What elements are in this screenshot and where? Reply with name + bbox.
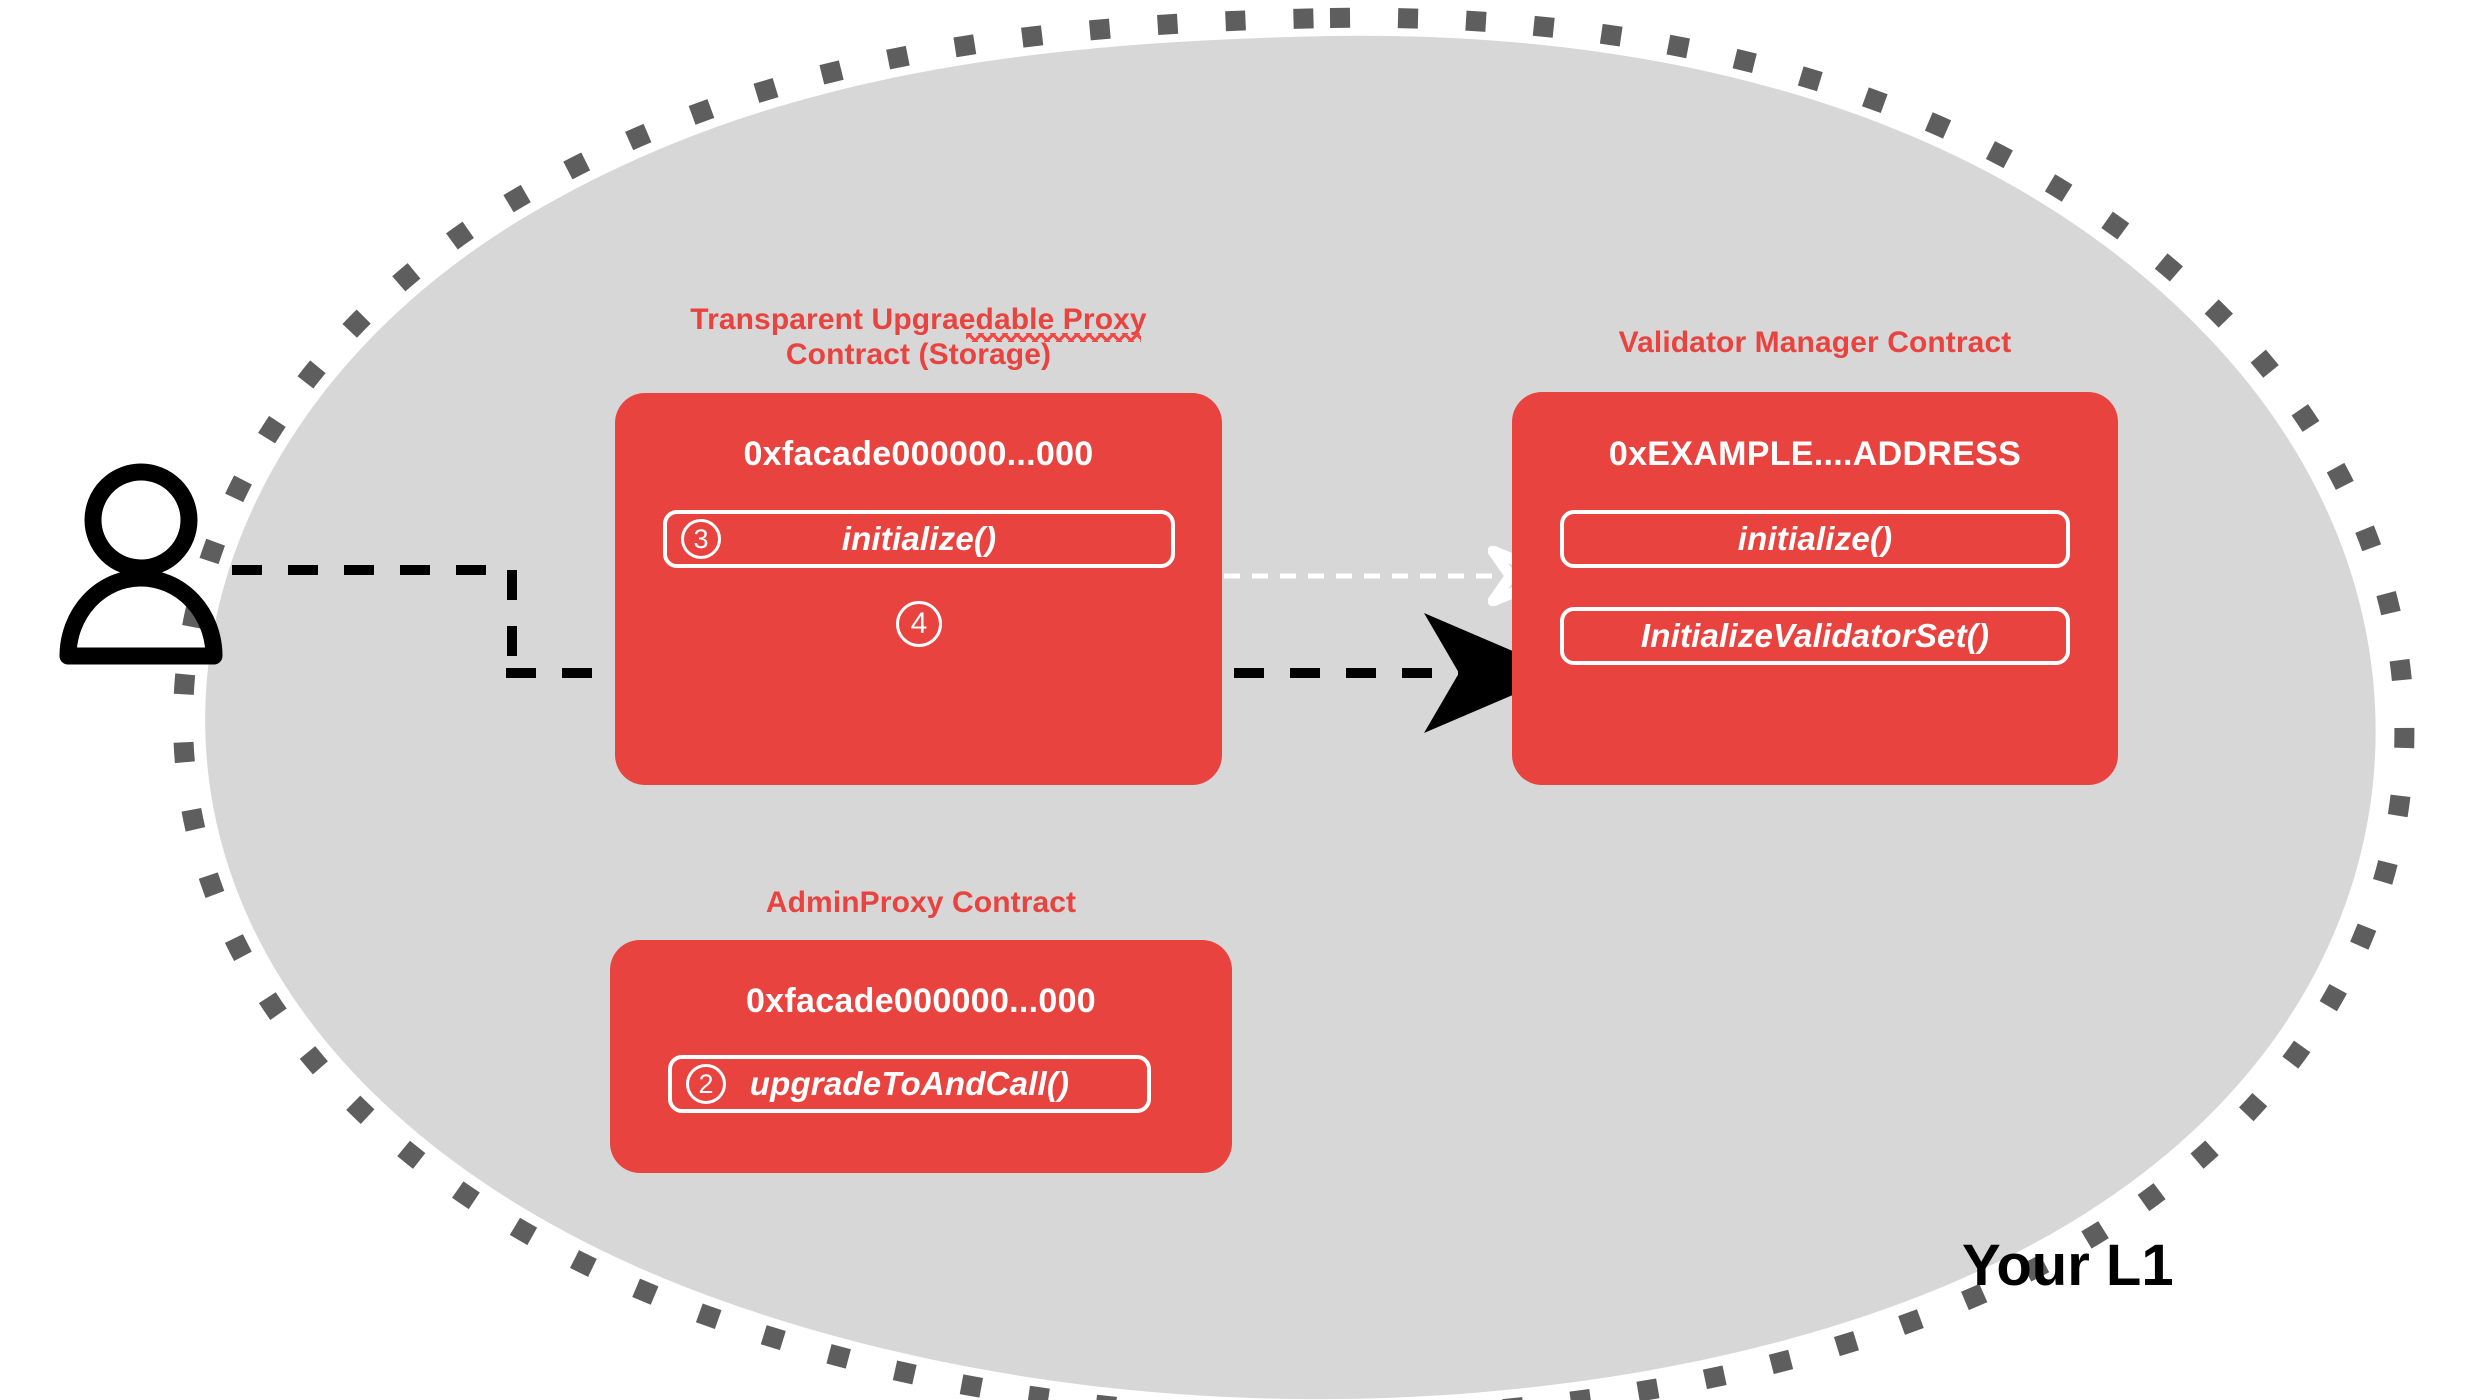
function-pill-initialize-vm[interactable]: initialize() — [1560, 510, 2070, 568]
region-label-your-l1: Your L1 — [1962, 1233, 2174, 1298]
card-title-line2: Contract (Storage) — [785, 338, 1052, 372]
card-title-line1: AdminProxy Contract — [765, 886, 1077, 919]
person-body-icon — [59, 569, 223, 665]
function-pill-upgrade-to-and-call[interactable]: 2 upgradeToAndCall() — [668, 1055, 1151, 1113]
function-label-upgrade-to-and-call: upgradeToAndCall() — [749, 1065, 1070, 1102]
card-title-validator-manager: Validator Manager Contract — [1512, 325, 2118, 360]
step-badge-3: 3 — [681, 519, 721, 559]
function-label-initialize-validator-set: InitializeValidatorSet() — [1640, 617, 1990, 654]
connector-user-to-proxy — [232, 565, 517, 673]
card-title-transparent-proxy: Transparent Upgraedable Proxy Contract (… — [615, 302, 1222, 373]
card-title-admin-proxy: AdminProxy Contract — [610, 885, 1232, 920]
function-label-initialize: initialize() — [1737, 520, 1893, 557]
step-badge-4: 4 — [896, 601, 942, 647]
card-admin-proxy[interactable]: 0xfacade000000...000 2 upgradeToAndCall(… — [610, 940, 1232, 1173]
card-transparent-proxy[interactable]: 0xfacade000000...000 3 initialize() 4 — [615, 393, 1222, 785]
spellcheck-squiggle — [966, 333, 1141, 342]
step-badge-2: 2 — [686, 1064, 726, 1104]
card-address-admin-proxy: 0xfacade000000...000 — [745, 982, 1097, 1020]
card-title-line1: Transparent Upgraedable Proxy — [690, 303, 1147, 336]
user-actor — [59, 463, 223, 665]
function-label-initialize: initialize() — [841, 520, 997, 557]
card-address-validator-manager: 0xEXAMPLE....ADDRESS — [1608, 435, 2022, 473]
person-head-icon — [84, 463, 198, 577]
region-dashed-outline — [173, 7, 2415, 1400]
function-pill-initialize-proxy[interactable]: 3 initialize() — [663, 510, 1175, 568]
card-address-transparent-proxy: 0xfacade000000...000 — [743, 435, 1094, 473]
function-pill-initialize-validator-set[interactable]: InitializeValidatorSet() — [1560, 607, 2070, 665]
card-validator-manager[interactable]: 0xEXAMPLE....ADDRESS initialize() Initia… — [1512, 392, 2118, 785]
card-title-line1: Validator Manager Contract — [1618, 326, 2012, 359]
